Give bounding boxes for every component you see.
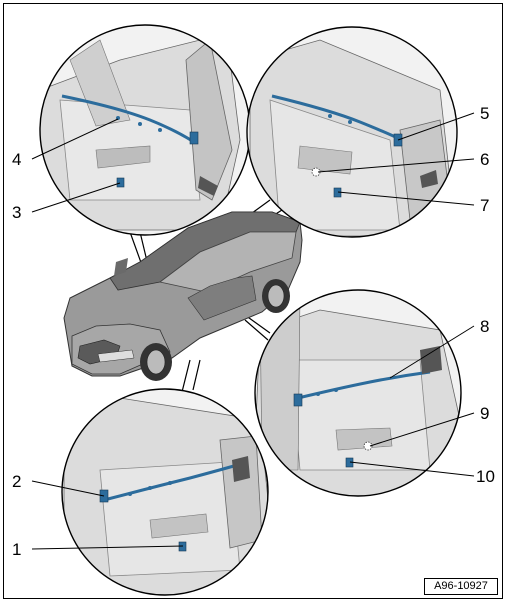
callout-7: 7 bbox=[480, 196, 489, 215]
callout-3: 3 bbox=[12, 203, 21, 222]
detail-rear-right-door bbox=[254, 289, 462, 497]
callout-8: 8 bbox=[480, 317, 489, 336]
callout-4: 4 bbox=[12, 150, 21, 169]
callout-5: 5 bbox=[480, 104, 489, 123]
callout-10: 10 bbox=[476, 467, 495, 486]
detail-front-right-door bbox=[61, 388, 269, 596]
callout-2: 2 bbox=[12, 472, 21, 491]
car-illustration bbox=[63, 211, 303, 381]
callout-leaders bbox=[31, 112, 475, 550]
callout-1: 1 bbox=[12, 540, 21, 559]
figure-reference-code: A96-10927 bbox=[424, 578, 498, 595]
callout-9: 9 bbox=[480, 404, 489, 423]
figure-frame bbox=[3, 3, 503, 599]
detail-rear-left-door bbox=[246, 26, 458, 238]
detail-front-left-door bbox=[39, 24, 251, 236]
callout-6: 6 bbox=[480, 150, 489, 169]
